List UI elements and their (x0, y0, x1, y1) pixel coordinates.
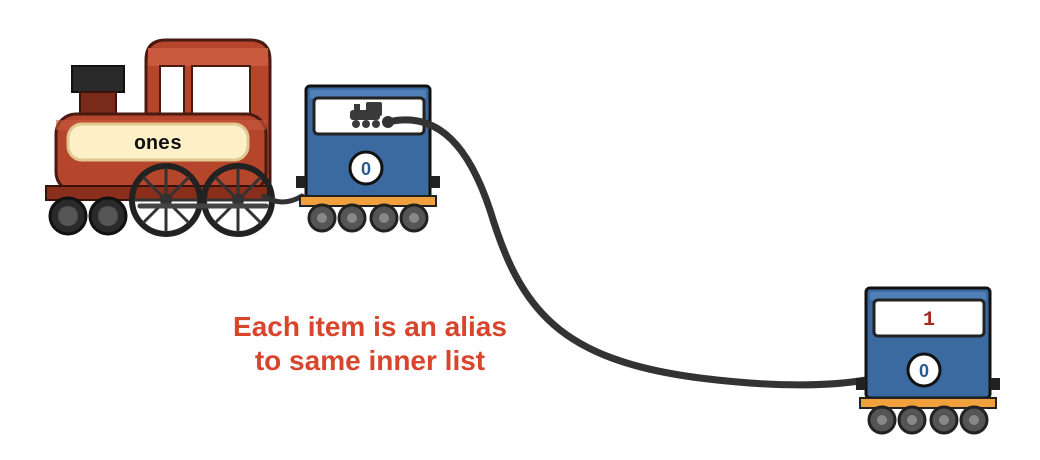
locomotive-name-label: ones (134, 133, 182, 156)
locomotive: ones (45, 38, 305, 237)
locomotive-small-wheel-1 (48, 196, 88, 236)
locomotive-icon (350, 102, 382, 128)
outer-car-chassis (299, 195, 437, 207)
inner-car-index-badge (906, 352, 942, 388)
locomotive-big-wheel-2 (201, 163, 275, 237)
outer-car-index-label: 0 (361, 159, 371, 179)
alias-reference-rope (384, 116, 870, 389)
smokestack (71, 65, 125, 93)
inner-car-index-label: 0 (919, 361, 929, 381)
annotation: Each item is an alias to same inner list (233, 311, 507, 376)
inner-car-slot (872, 298, 986, 338)
outer-car-wheels (307, 203, 429, 233)
annotation-line-2: to same inner list (255, 345, 485, 376)
locomotive-big-wheel-1 (129, 163, 203, 237)
outer-car-index-badge (348, 150, 384, 186)
inner-car-chassis (859, 397, 997, 409)
inner-car-wheels (867, 405, 989, 435)
annotation-line-1: Each item is an alias (233, 311, 507, 342)
inner-car-value: 1 (923, 309, 935, 332)
locomotive-nameplate (66, 122, 250, 162)
outer-list-car: 0 (296, 84, 440, 233)
inner-list-car: 1 0 (856, 286, 1000, 435)
locomotive-small-wheel-2 (88, 196, 128, 236)
